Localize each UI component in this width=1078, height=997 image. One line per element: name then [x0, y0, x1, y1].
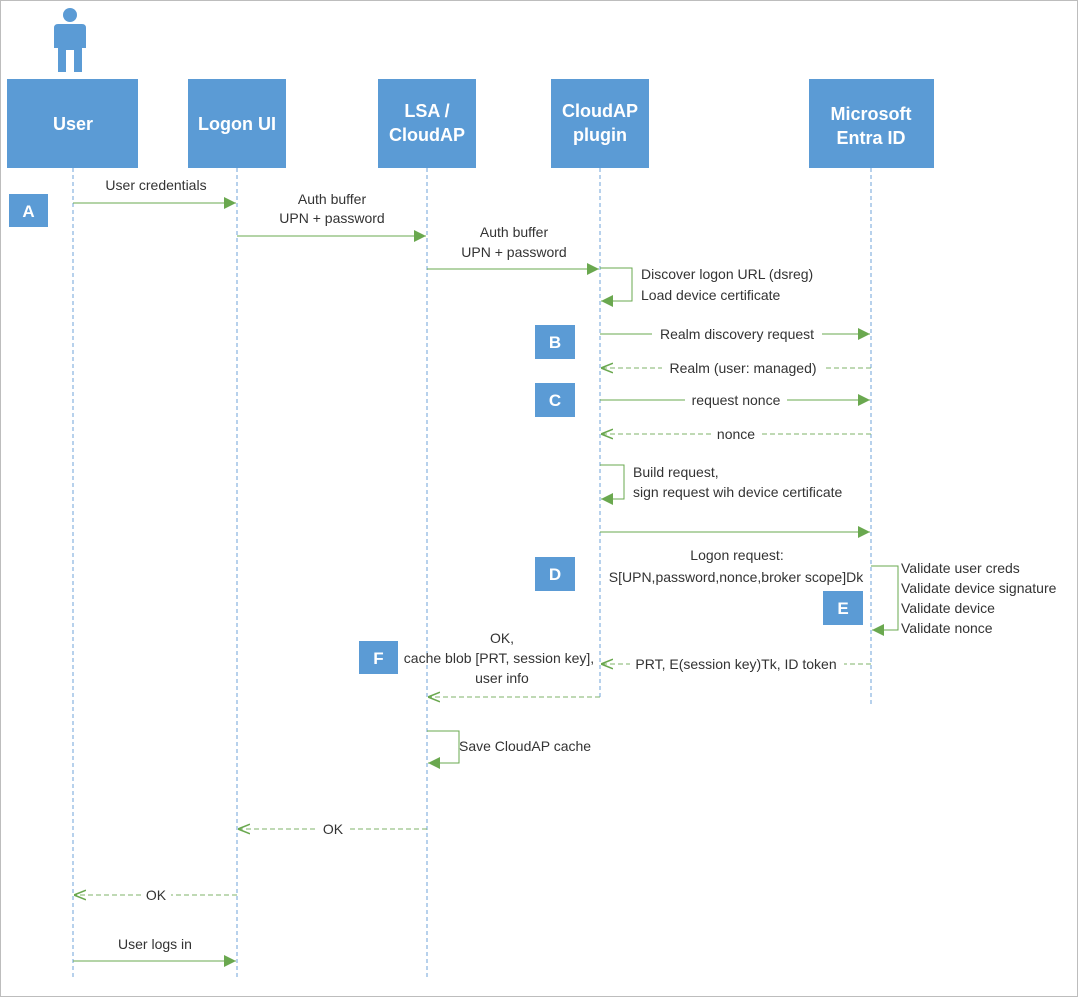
msg-validate-line3: Validate device	[901, 600, 995, 616]
msg-prt-response: PRT, E(session key)Tk, ID token	[635, 656, 836, 672]
msg-user-logs-in: User logs in	[118, 936, 192, 952]
arrow-build-request-self	[600, 464, 625, 505]
msg-validate-line2: Validate device signature	[901, 580, 1057, 596]
msg-auth-buffer-2-line2: UPN + password	[461, 244, 566, 260]
msg-auth-buffer-2-line1: Auth buffer	[480, 224, 549, 240]
svg-text:CloudAP: CloudAP	[389, 125, 465, 145]
msg-realm-request: Realm discovery request	[660, 326, 814, 342]
svg-text:plugin: plugin	[573, 125, 627, 145]
svg-text:CloudAP: CloudAP	[562, 101, 638, 121]
msg-nonce: nonce	[717, 426, 755, 442]
msg-ok-cache-line1: OK,	[490, 630, 514, 646]
user-person-icon	[54, 8, 86, 72]
participant-logon-ui: Logon UI	[188, 79, 286, 168]
msg-save-cache: Save CloudAP cache	[459, 738, 591, 754]
msg-build-request-line2: sign request wih device certificate	[633, 484, 843, 500]
svg-text:C: C	[549, 391, 561, 410]
msg-ok-cache-line3: user info	[475, 670, 529, 686]
step-badge-c: C	[535, 383, 575, 417]
svg-text:LSA /: LSA /	[404, 101, 449, 121]
msg-build-request-line1: Build request,	[633, 464, 719, 480]
step-badge-d: D	[535, 557, 575, 591]
step-badge-a: A	[9, 194, 48, 227]
msg-logon-request-line1: Logon request:	[690, 547, 783, 563]
msg-logon-request-line2: S[UPN,password,nonce,broker scope]Dk	[609, 569, 864, 585]
arrow-save-cache-self	[427, 730, 460, 769]
participant-lsa: LSA / CloudAP	[378, 79, 476, 168]
arrow-discover-self	[600, 267, 633, 307]
svg-text:E: E	[837, 599, 848, 618]
participant-user: User	[7, 79, 138, 168]
msg-ok-lsa: OK	[323, 821, 344, 837]
msg-ok-cache-line2: cache blob [PRT, session key],	[404, 650, 594, 666]
svg-text:A: A	[22, 202, 34, 221]
svg-text:D: D	[549, 565, 561, 584]
arrow-validate-self	[871, 565, 899, 636]
svg-text:B: B	[549, 333, 561, 352]
participant-cloudap-plugin: CloudAP plugin	[551, 79, 649, 168]
msg-auth-buffer-1-line2: UPN + password	[279, 210, 384, 226]
msg-auth-buffer-1-line1: Auth buffer	[298, 191, 367, 207]
msg-ok-logon: OK	[146, 887, 167, 903]
svg-text:F: F	[373, 649, 383, 668]
msg-discover-line2: Load device certificate	[641, 287, 781, 303]
svg-text:User: User	[53, 114, 93, 134]
msg-realm-response: Realm (user: managed)	[669, 360, 816, 376]
svg-text:Entra ID: Entra ID	[836, 128, 905, 148]
participant-entra: Microsoft Entra ID	[809, 79, 934, 168]
msg-validate-line1: Validate user creds	[901, 560, 1020, 576]
msg-discover-line1: Discover logon URL (dsreg)	[641, 266, 813, 282]
msg-user-credentials: User credentials	[105, 177, 206, 193]
msg-request-nonce: request nonce	[692, 392, 781, 408]
step-badge-b: B	[535, 325, 575, 359]
svg-text:Microsoft: Microsoft	[831, 104, 912, 124]
step-badge-f: F	[359, 641, 398, 674]
svg-text:Logon UI: Logon UI	[198, 114, 276, 134]
step-badge-e: E	[823, 591, 863, 625]
msg-validate-line4: Validate nonce	[901, 620, 993, 636]
